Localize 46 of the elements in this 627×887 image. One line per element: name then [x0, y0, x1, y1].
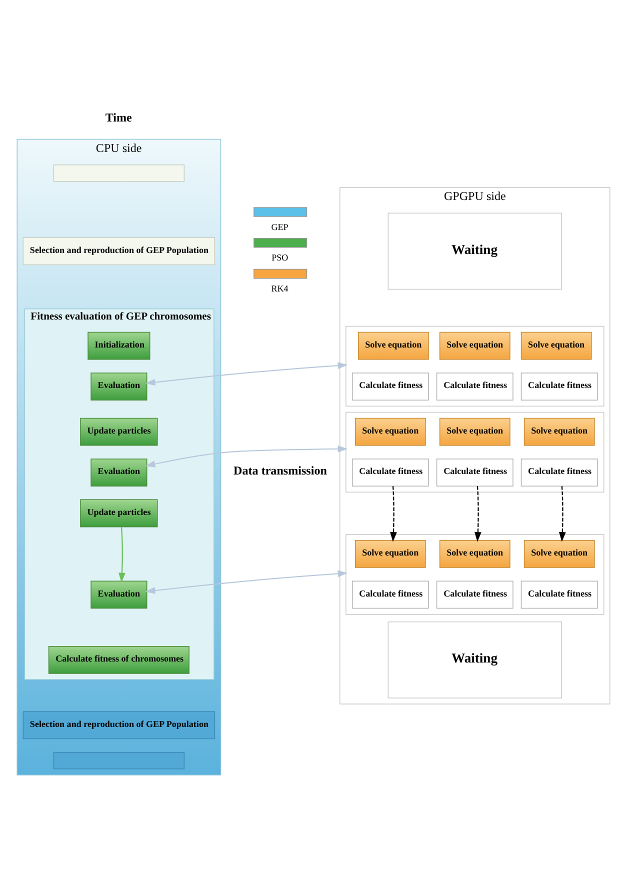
node-box: Evaluation	[90, 372, 148, 401]
node-box: Solve equation	[354, 540, 426, 568]
node-box: Calculate fitness	[352, 372, 429, 401]
node-box: Solve equation	[439, 540, 510, 568]
arrow	[145, 570, 348, 594]
legend-label: PSO	[272, 252, 288, 263]
node-box: Calculate fitness	[520, 580, 598, 609]
node-box: Waiting	[388, 621, 562, 698]
cluster	[346, 326, 604, 407]
node-box: Evaluation	[90, 458, 148, 486]
node-box: Calculate fitness	[520, 372, 598, 401]
arrow	[118, 526, 126, 583]
node-box: Selection and reproduction of GEP Population	[22, 711, 216, 740]
node-box: Solve equation	[354, 418, 426, 446]
node-box: Update particles	[80, 418, 158, 446]
node-box: Solve equation	[524, 540, 595, 568]
node-box	[53, 752, 185, 770]
arrow	[558, 486, 566, 542]
label: Time	[105, 110, 132, 125]
node-box: Solve equation	[439, 332, 510, 360]
node-box: Calculate fitness	[352, 458, 429, 486]
node-box: Initialization	[88, 332, 150, 360]
node-box	[53, 164, 185, 182]
node-box: Solve equation	[520, 332, 592, 360]
node-box: Calculate fitness	[436, 458, 514, 486]
node-box: Calculate fitness	[352, 580, 429, 609]
legend-label: GEP	[271, 222, 288, 232]
legend-label: RK4	[271, 284, 288, 294]
node-box: Calculate fitness of chromosomes	[48, 646, 190, 674]
node-box: Solve equation	[358, 332, 429, 360]
arrow	[390, 486, 397, 542]
node-box: Calculate fitness	[436, 580, 514, 609]
node-box: Calculate fitness	[436, 372, 514, 401]
node-box: Solve equation	[439, 418, 510, 446]
cluster	[346, 534, 604, 615]
arrow	[474, 486, 482, 542]
node-box: Evaluation	[90, 580, 148, 609]
arrow	[145, 362, 348, 386]
label: Data transmission	[234, 464, 327, 478]
node-box: Calculate fitness	[520, 458, 598, 486]
arrow	[145, 446, 348, 468]
cluster	[346, 412, 604, 493]
node-box: Update particles	[80, 499, 158, 528]
node-box: Solve equation	[524, 418, 595, 446]
node-box: Selection and reproduction of GEP Population	[22, 237, 216, 266]
node-box: Waiting	[388, 212, 562, 290]
